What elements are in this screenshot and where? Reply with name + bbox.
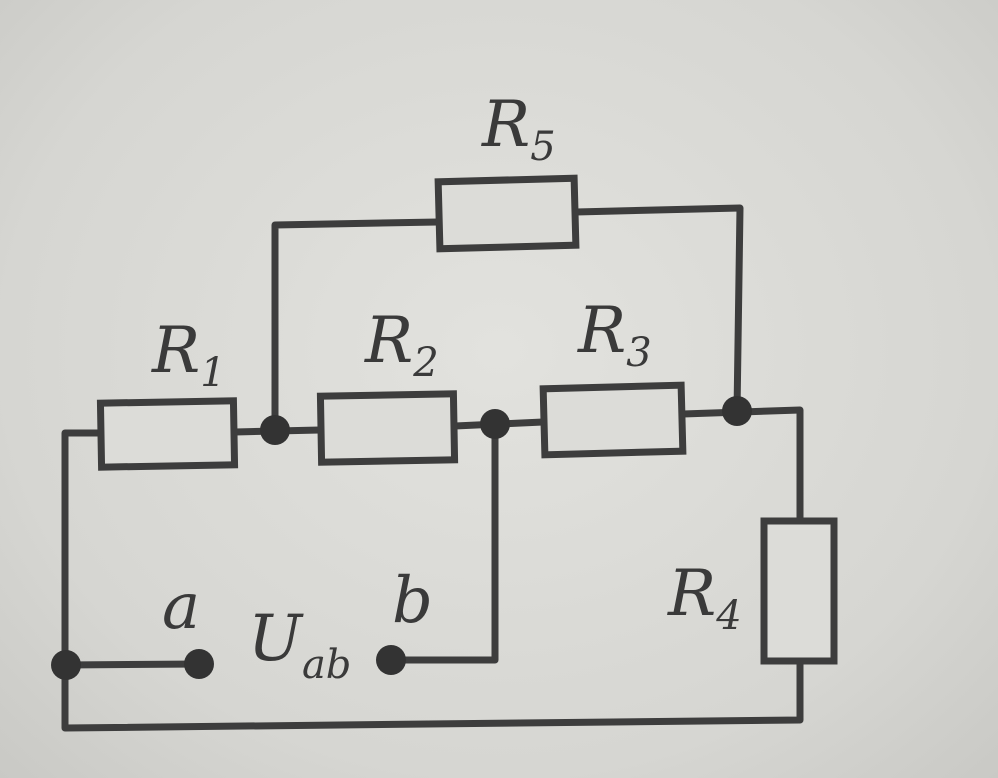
junction-node: [51, 650, 81, 680]
wire-r5-left: [271, 218, 442, 434]
label-r2: R2: [364, 304, 439, 386]
label-r1: R1: [151, 314, 226, 396]
label-voltage-uab: Uab: [248, 602, 351, 688]
wire-r3-r4: [679, 406, 804, 524]
resistor-r4: [760, 517, 838, 665]
junction-node: [260, 415, 290, 445]
resistor-r1: [96, 397, 239, 471]
terminal-b: [376, 645, 406, 675]
label-r4: R4: [667, 557, 742, 639]
label-r5: R5: [481, 88, 556, 170]
wire-r5-right: [572, 204, 744, 416]
wire-to-b: [386, 421, 499, 664]
label-terminal-b: b: [392, 564, 433, 638]
resistor-r2: [316, 390, 459, 466]
label-terminal-a: a: [162, 570, 200, 644]
wire-left-loop: [61, 429, 804, 732]
resistor-r3: [539, 381, 687, 459]
junction-node: [480, 409, 510, 439]
wire-to-a: [61, 660, 204, 669]
terminal-a: [184, 649, 214, 679]
resistor-r5: [434, 174, 580, 253]
label-r3: R3: [577, 294, 652, 376]
junction-node: [722, 396, 752, 426]
